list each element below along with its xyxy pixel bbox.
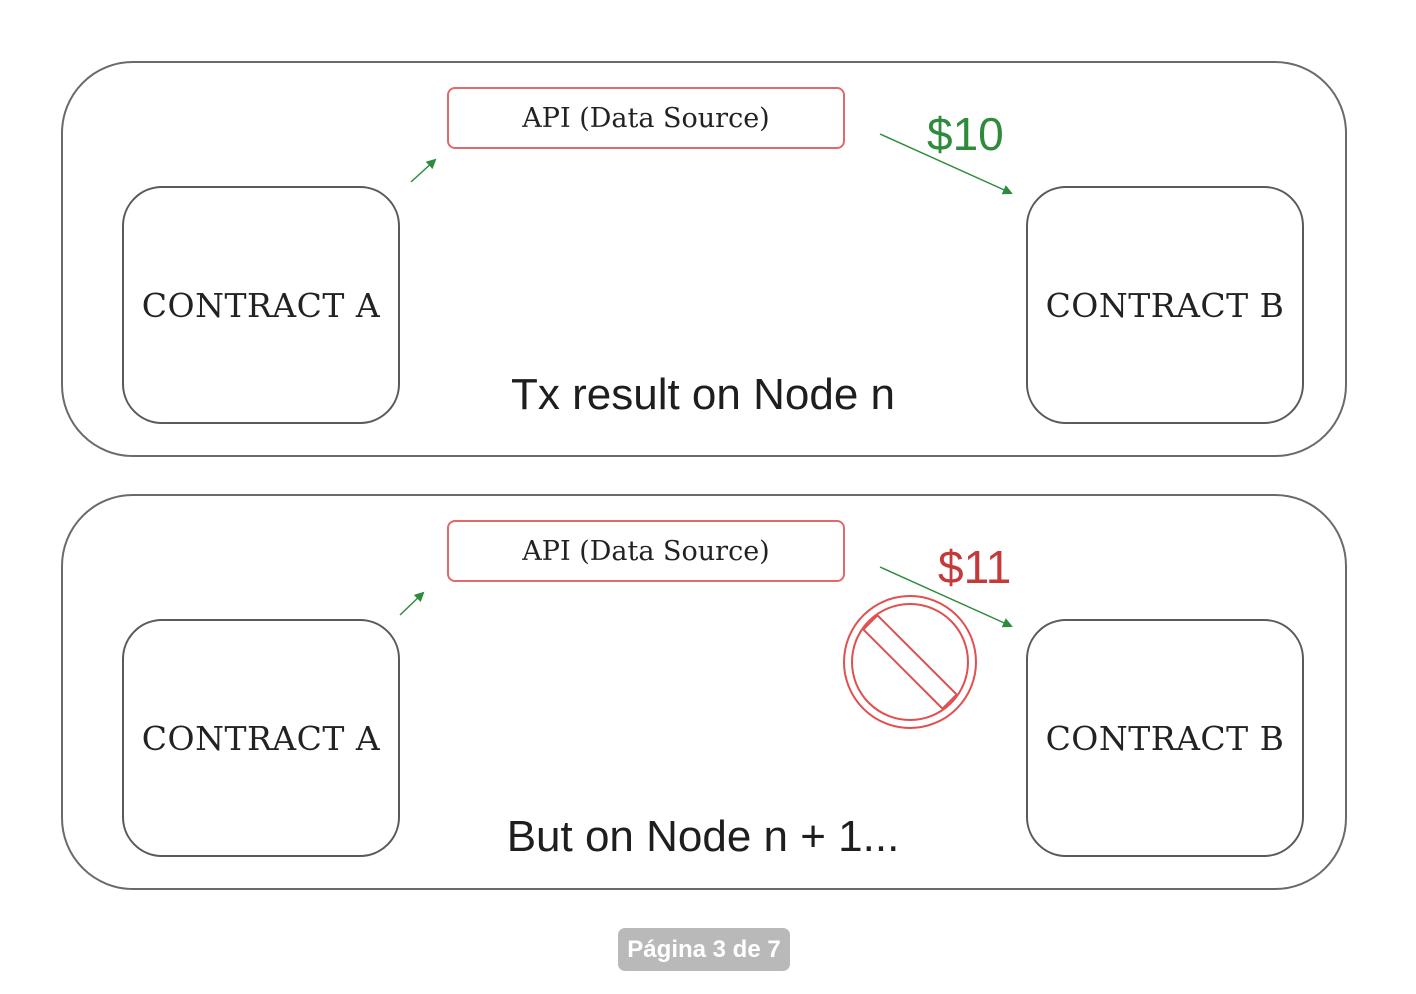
price-label: $10 xyxy=(927,108,1004,160)
arrow-api-to-contract-b xyxy=(879,566,1013,628)
contract-a-box: CONTRACT A xyxy=(122,619,400,857)
panel-node-n-plus-1: API (Data Source) $11 CONTRACT A CONTRAC… xyxy=(61,494,1347,890)
panel-node-n: API (Data Source) $10 CONTRACT A CONTRAC… xyxy=(61,61,1347,457)
contract-b-box: CONTRACT B xyxy=(1026,619,1304,857)
api-data-source-box: API (Data Source) xyxy=(447,520,845,582)
page-indicator: Página 3 de 7 xyxy=(618,928,790,971)
panel-caption: But on Node n + 1... xyxy=(506,812,900,861)
contract-b-label: CONTRACT B xyxy=(1045,285,1285,325)
arrows-layer xyxy=(399,566,1013,729)
arrow-contract-a-to-api xyxy=(410,158,437,183)
contract-a-label: CONTRACT A xyxy=(141,285,381,325)
api-data-source-box: API (Data Source) xyxy=(447,87,845,149)
price-label: $11 xyxy=(938,541,1012,593)
contract-a-label: CONTRACT A xyxy=(141,718,381,758)
arrow-contract-a-to-api xyxy=(399,591,425,616)
no-entry-icon xyxy=(843,595,977,729)
arrows-layer xyxy=(410,133,1013,195)
panel-caption: Tx result on Node n xyxy=(511,370,895,419)
arrow-api-to-contract-b xyxy=(879,133,1013,195)
contract-b-box: CONTRACT B xyxy=(1026,186,1304,424)
contract-a-box: CONTRACT A xyxy=(122,186,400,424)
contract-b-label: CONTRACT B xyxy=(1045,718,1285,758)
